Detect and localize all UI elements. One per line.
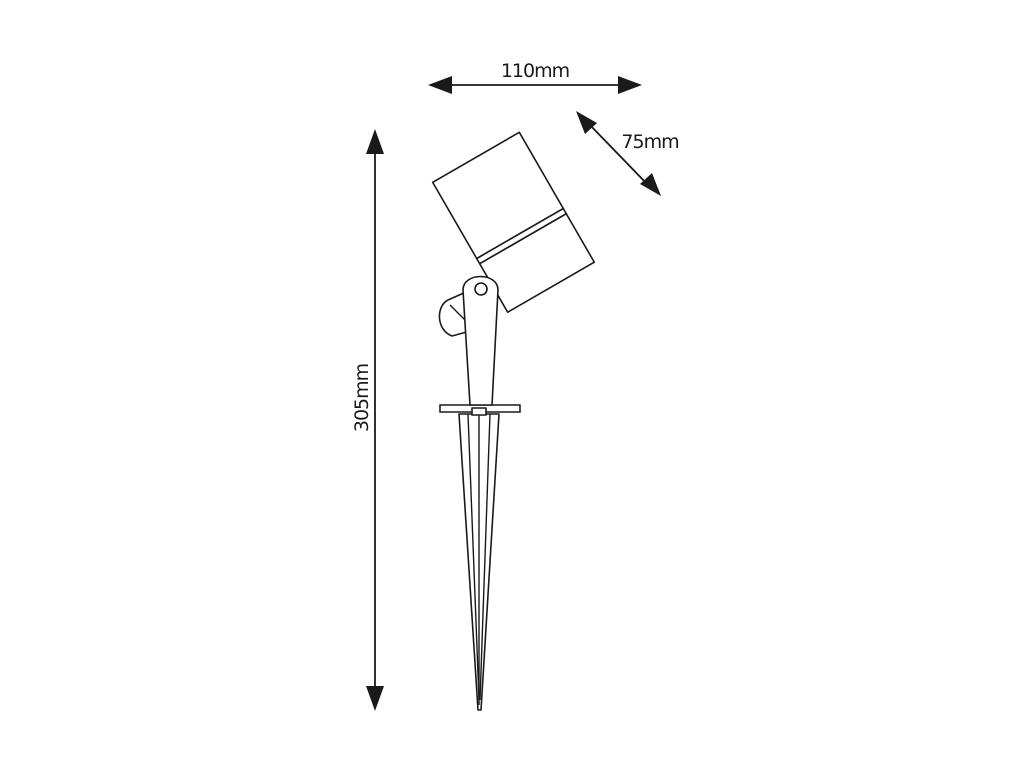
ground-spike xyxy=(458,413,500,711)
height-arrow-bottom xyxy=(366,686,384,711)
width-arrow-right xyxy=(618,76,642,94)
height-label: 305mm xyxy=(351,364,373,432)
head-diameter-label: 75mm xyxy=(621,131,678,153)
flange-collar xyxy=(471,407,487,416)
head-diameter-dimension: 75mm xyxy=(576,111,680,196)
height-arrow-top xyxy=(366,129,384,154)
head-diameter-arrow-top xyxy=(576,111,597,134)
width-label: 110mm xyxy=(501,60,569,82)
height-dimension: 305mm xyxy=(351,129,384,711)
lamp-head xyxy=(431,131,596,314)
head-diameter-dimension-line xyxy=(587,122,649,186)
pivot-screw xyxy=(474,282,488,296)
width-dimension: 110mm xyxy=(428,60,642,94)
pivot-arm xyxy=(462,275,499,406)
head-diameter-arrow-bottom xyxy=(640,173,661,196)
spike-light-outline xyxy=(431,131,596,711)
width-arrow-left xyxy=(428,76,452,94)
